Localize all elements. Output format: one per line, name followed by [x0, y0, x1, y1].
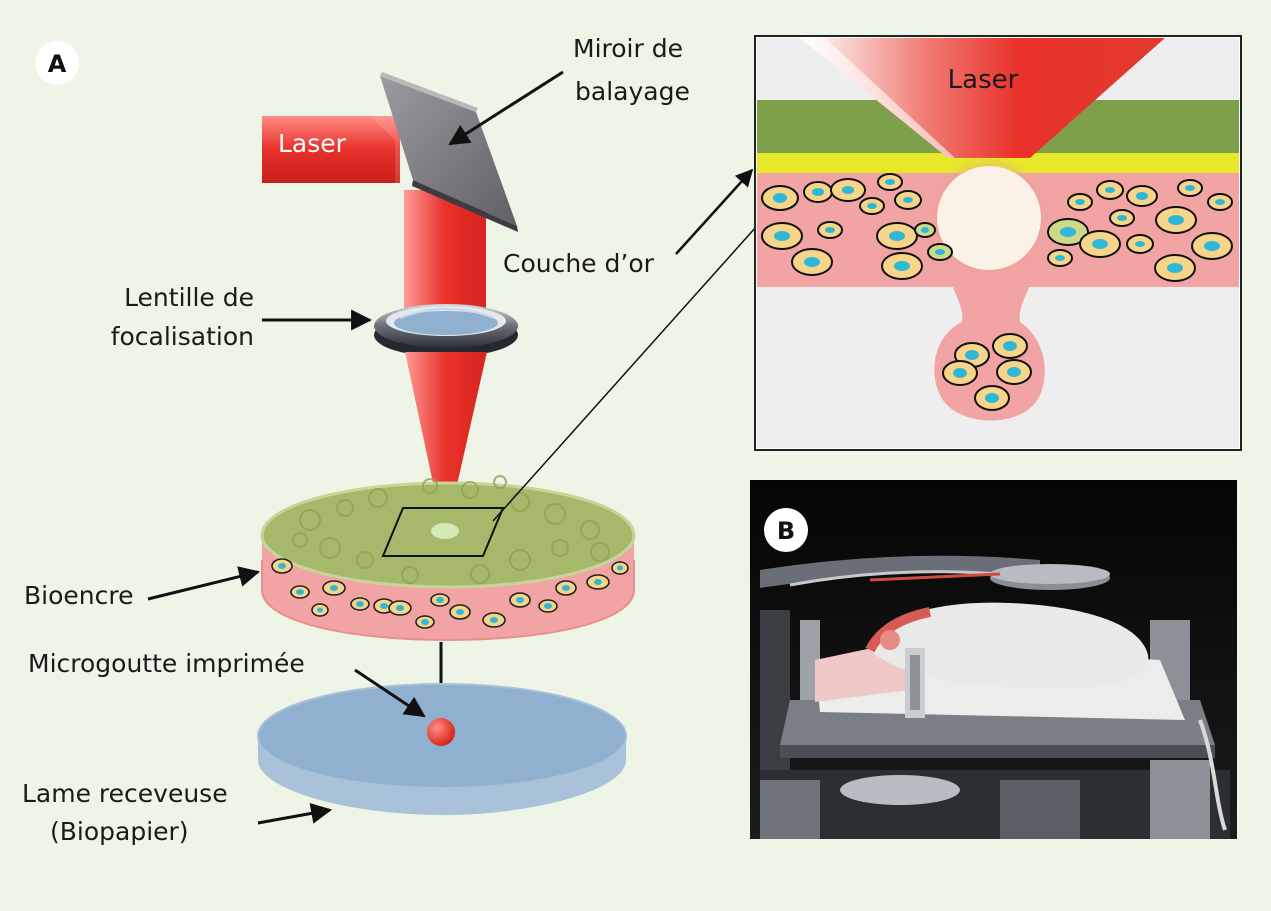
receiver-label-line2: (Biopapier)	[50, 817, 189, 846]
lens-label-line1: Lentille de	[124, 283, 254, 312]
focused-laser-cone	[405, 352, 487, 525]
bioink-arrow	[147, 566, 261, 601]
scanning-mirror	[380, 72, 518, 232]
laser-beam-horizontal	[262, 116, 400, 183]
laser-label: Laser	[278, 129, 347, 158]
receiver-arrow	[257, 803, 333, 825]
mirror-arrow	[448, 70, 564, 146]
focusing-lens	[374, 304, 518, 357]
cavitation-bubble	[937, 166, 1041, 270]
printed-droplet	[427, 718, 455, 746]
receiver-slide	[257, 683, 627, 815]
mirror-label-line1: Miroir de	[573, 34, 683, 63]
zoom-inset: Laser	[754, 35, 1242, 451]
zoom-line	[492, 226, 757, 522]
gold-layer-arrow	[675, 168, 754, 255]
receiver-label-line1: Lame receveuse	[22, 779, 228, 808]
inset-laser-cone	[800, 38, 1165, 158]
gold-layer-label: Couche d’or	[503, 249, 655, 278]
panel-b-photo: B	[750, 480, 1237, 839]
mirror-label-line2: balayage	[575, 77, 690, 106]
inset-laser-label: Laser	[948, 65, 1019, 95]
panel-b-badge: B	[764, 508, 808, 552]
panel-b-badge-text: B	[777, 517, 795, 545]
droplet-label: Microgoutte imprimée	[28, 649, 305, 678]
lens-label-line2: focalisation	[111, 322, 254, 351]
droplet-arrow	[354, 668, 426, 718]
bioink-disk	[260, 475, 636, 642]
panel-a-badge: A	[35, 41, 79, 85]
panel-a: A Laser	[22, 34, 757, 846]
bioink-label: Bioencre	[24, 581, 133, 610]
panel-a-badge-text: A	[48, 50, 67, 78]
